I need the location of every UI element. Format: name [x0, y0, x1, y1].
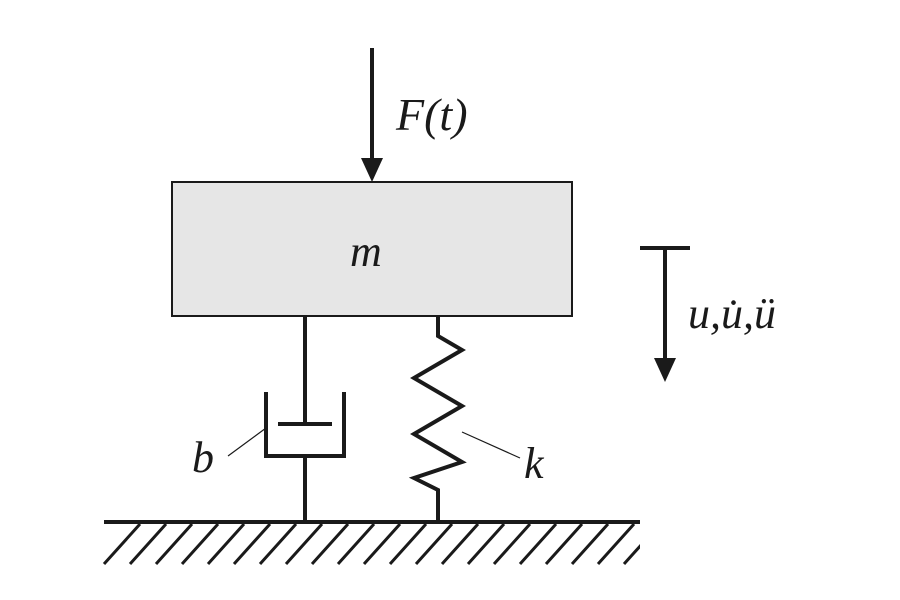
- damper: [264, 316, 346, 522]
- ground-hatch-line: [544, 522, 584, 566]
- ground-hatch-line: [440, 522, 480, 566]
- displacement-arrow: [640, 246, 690, 382]
- displacement-label: u,u̇,ü: [688, 289, 776, 338]
- damper-label: b: [192, 433, 214, 482]
- mass-label: m: [350, 227, 382, 276]
- ground-hatch-line: [596, 522, 636, 566]
- ground-hatch-line: [622, 543, 640, 566]
- ground-hatch-line: [206, 522, 246, 566]
- ground-hatch-line: [284, 522, 324, 566]
- ground-hatch-line: [180, 522, 220, 566]
- ground-hatching: [102, 522, 640, 566]
- ground-hatch-line: [362, 522, 402, 566]
- mass-block: [171, 181, 573, 317]
- ground-hatch-line: [154, 522, 194, 566]
- ground-hatch-line: [102, 522, 142, 566]
- spring-leader-line: [461, 431, 521, 459]
- force-arrow: [361, 48, 383, 182]
- spring: [408, 316, 467, 522]
- ground-hatch-line: [466, 522, 506, 566]
- ground-hatch-line: [388, 522, 428, 566]
- ground-hatch-line: [310, 522, 350, 566]
- damper-leader-line: [227, 427, 267, 457]
- ground-hatch-line: [492, 522, 532, 566]
- ground-hatch-line: [232, 522, 272, 566]
- spring-label: k: [524, 439, 544, 488]
- ground-hatch-line: [258, 522, 298, 566]
- ground: [102, 520, 640, 566]
- ground-hatch-line: [518, 522, 558, 566]
- ground-hatch-line: [414, 522, 454, 566]
- ground-hatch-line: [570, 522, 610, 566]
- ground-hatch-line: [128, 522, 168, 566]
- ground-hatch-line: [336, 522, 376, 566]
- force-label: F(t): [396, 89, 468, 140]
